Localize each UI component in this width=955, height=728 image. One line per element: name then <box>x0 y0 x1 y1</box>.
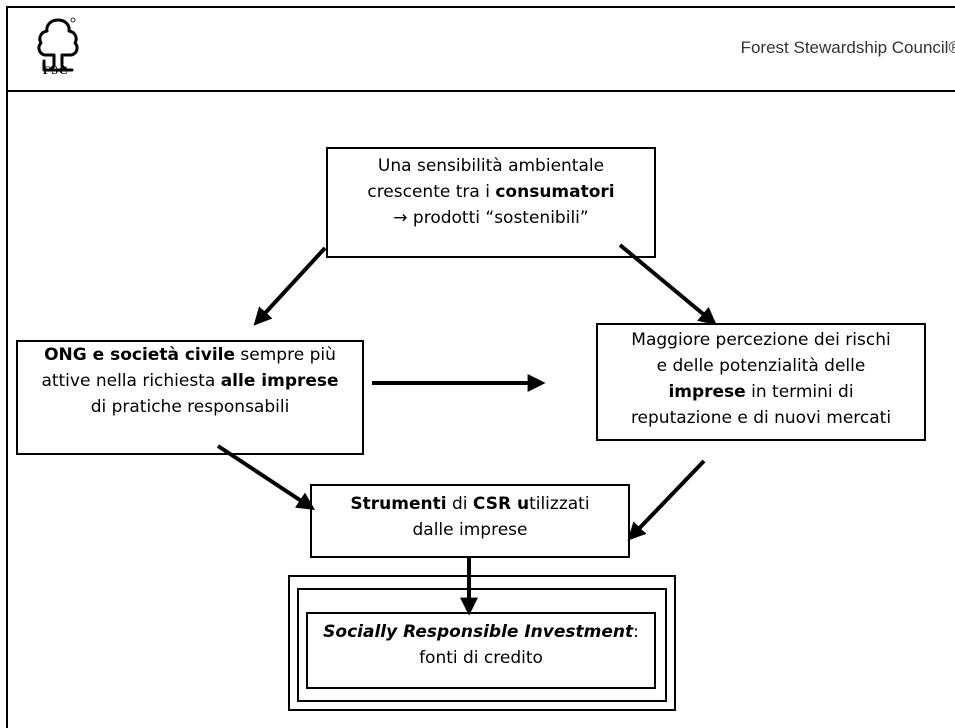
center-line-1-text: di <box>446 494 473 514</box>
logo-text: FSC <box>43 63 69 77</box>
top-line-1: Una sensibilità ambientale <box>377 156 605 176</box>
csr-tools-box: Strumenti di CSR utilizzati dalle impres… <box>310 484 630 558</box>
sri-colon: : <box>633 622 639 642</box>
csr-keyword: CSR u <box>472 494 530 514</box>
bottom-line-2: fonti di credito <box>419 648 543 668</box>
fsc-tree-logo <box>37 17 79 72</box>
left-line-3: di pratiche responsabili <box>90 397 290 417</box>
registered-mark <box>70 17 76 23</box>
tools-keyword: Strumenti <box>350 494 447 514</box>
right-line-2: e delle potenzialità delle <box>656 356 866 376</box>
left-line-1: ONG e società civile sempre più <box>18 342 362 368</box>
sri-outer-frame <box>288 575 676 711</box>
ngo-keyword: ONG e società civile <box>44 345 236 365</box>
arrow-top-to-left <box>253 246 327 326</box>
right-line-3: imprese in termini di <box>598 379 924 405</box>
organization-title: Forest Stewardship Council® <box>740 38 955 57</box>
imprese-keyword: imprese <box>668 382 746 402</box>
slide-frame <box>6 6 955 728</box>
left-line-2: attive nella richiesta alle imprese <box>18 368 362 394</box>
header-divider <box>6 90 955 92</box>
center-line-1-rest: tilizzati <box>529 494 590 514</box>
consumers-keyword: consumatori <box>495 182 615 202</box>
bottom-line-1: Socially Responsible Investment: <box>308 619 654 645</box>
top-line-3: → prodotti “sostenibili” <box>393 208 589 228</box>
top-line-2: crescente tra i consumatori <box>328 179 654 205</box>
center-line-1: Strumenti di CSR utilizzati <box>312 491 628 517</box>
arrow-top-to-right <box>618 243 717 326</box>
arrow-left-to-center <box>216 444 316 510</box>
consumer-awareness-box: Una sensibilità ambientale crescente tra… <box>326 147 656 258</box>
right-line-4: reputazione e di nuovi mercati <box>630 408 892 428</box>
sri-box: Socially Responsible Investment: fonti d… <box>306 612 656 689</box>
enterprises-keyword: alle imprese <box>220 371 339 391</box>
sri-keyword: Socially Responsible Investment <box>323 622 634 642</box>
left-line-2-text: attive nella richiesta <box>41 371 221 391</box>
ngo-civil-society-box: ONG e società civile sempre più attive n… <box>16 340 364 455</box>
left-line-1-text: sempre più <box>235 345 336 365</box>
center-line-2: dalle imprese <box>412 520 528 540</box>
tree-icon <box>37 18 79 72</box>
right-line-3-text: in termini di <box>745 382 854 402</box>
right-line-1: Maggiore percezione dei rischi <box>631 330 891 350</box>
sri-middle-frame <box>297 588 667 702</box>
top-line-2-text: crescente tra i <box>367 182 496 202</box>
risk-perception-box: Maggiore percezione dei rischi e delle p… <box>596 323 926 441</box>
arrow-right-to-center <box>627 459 706 541</box>
